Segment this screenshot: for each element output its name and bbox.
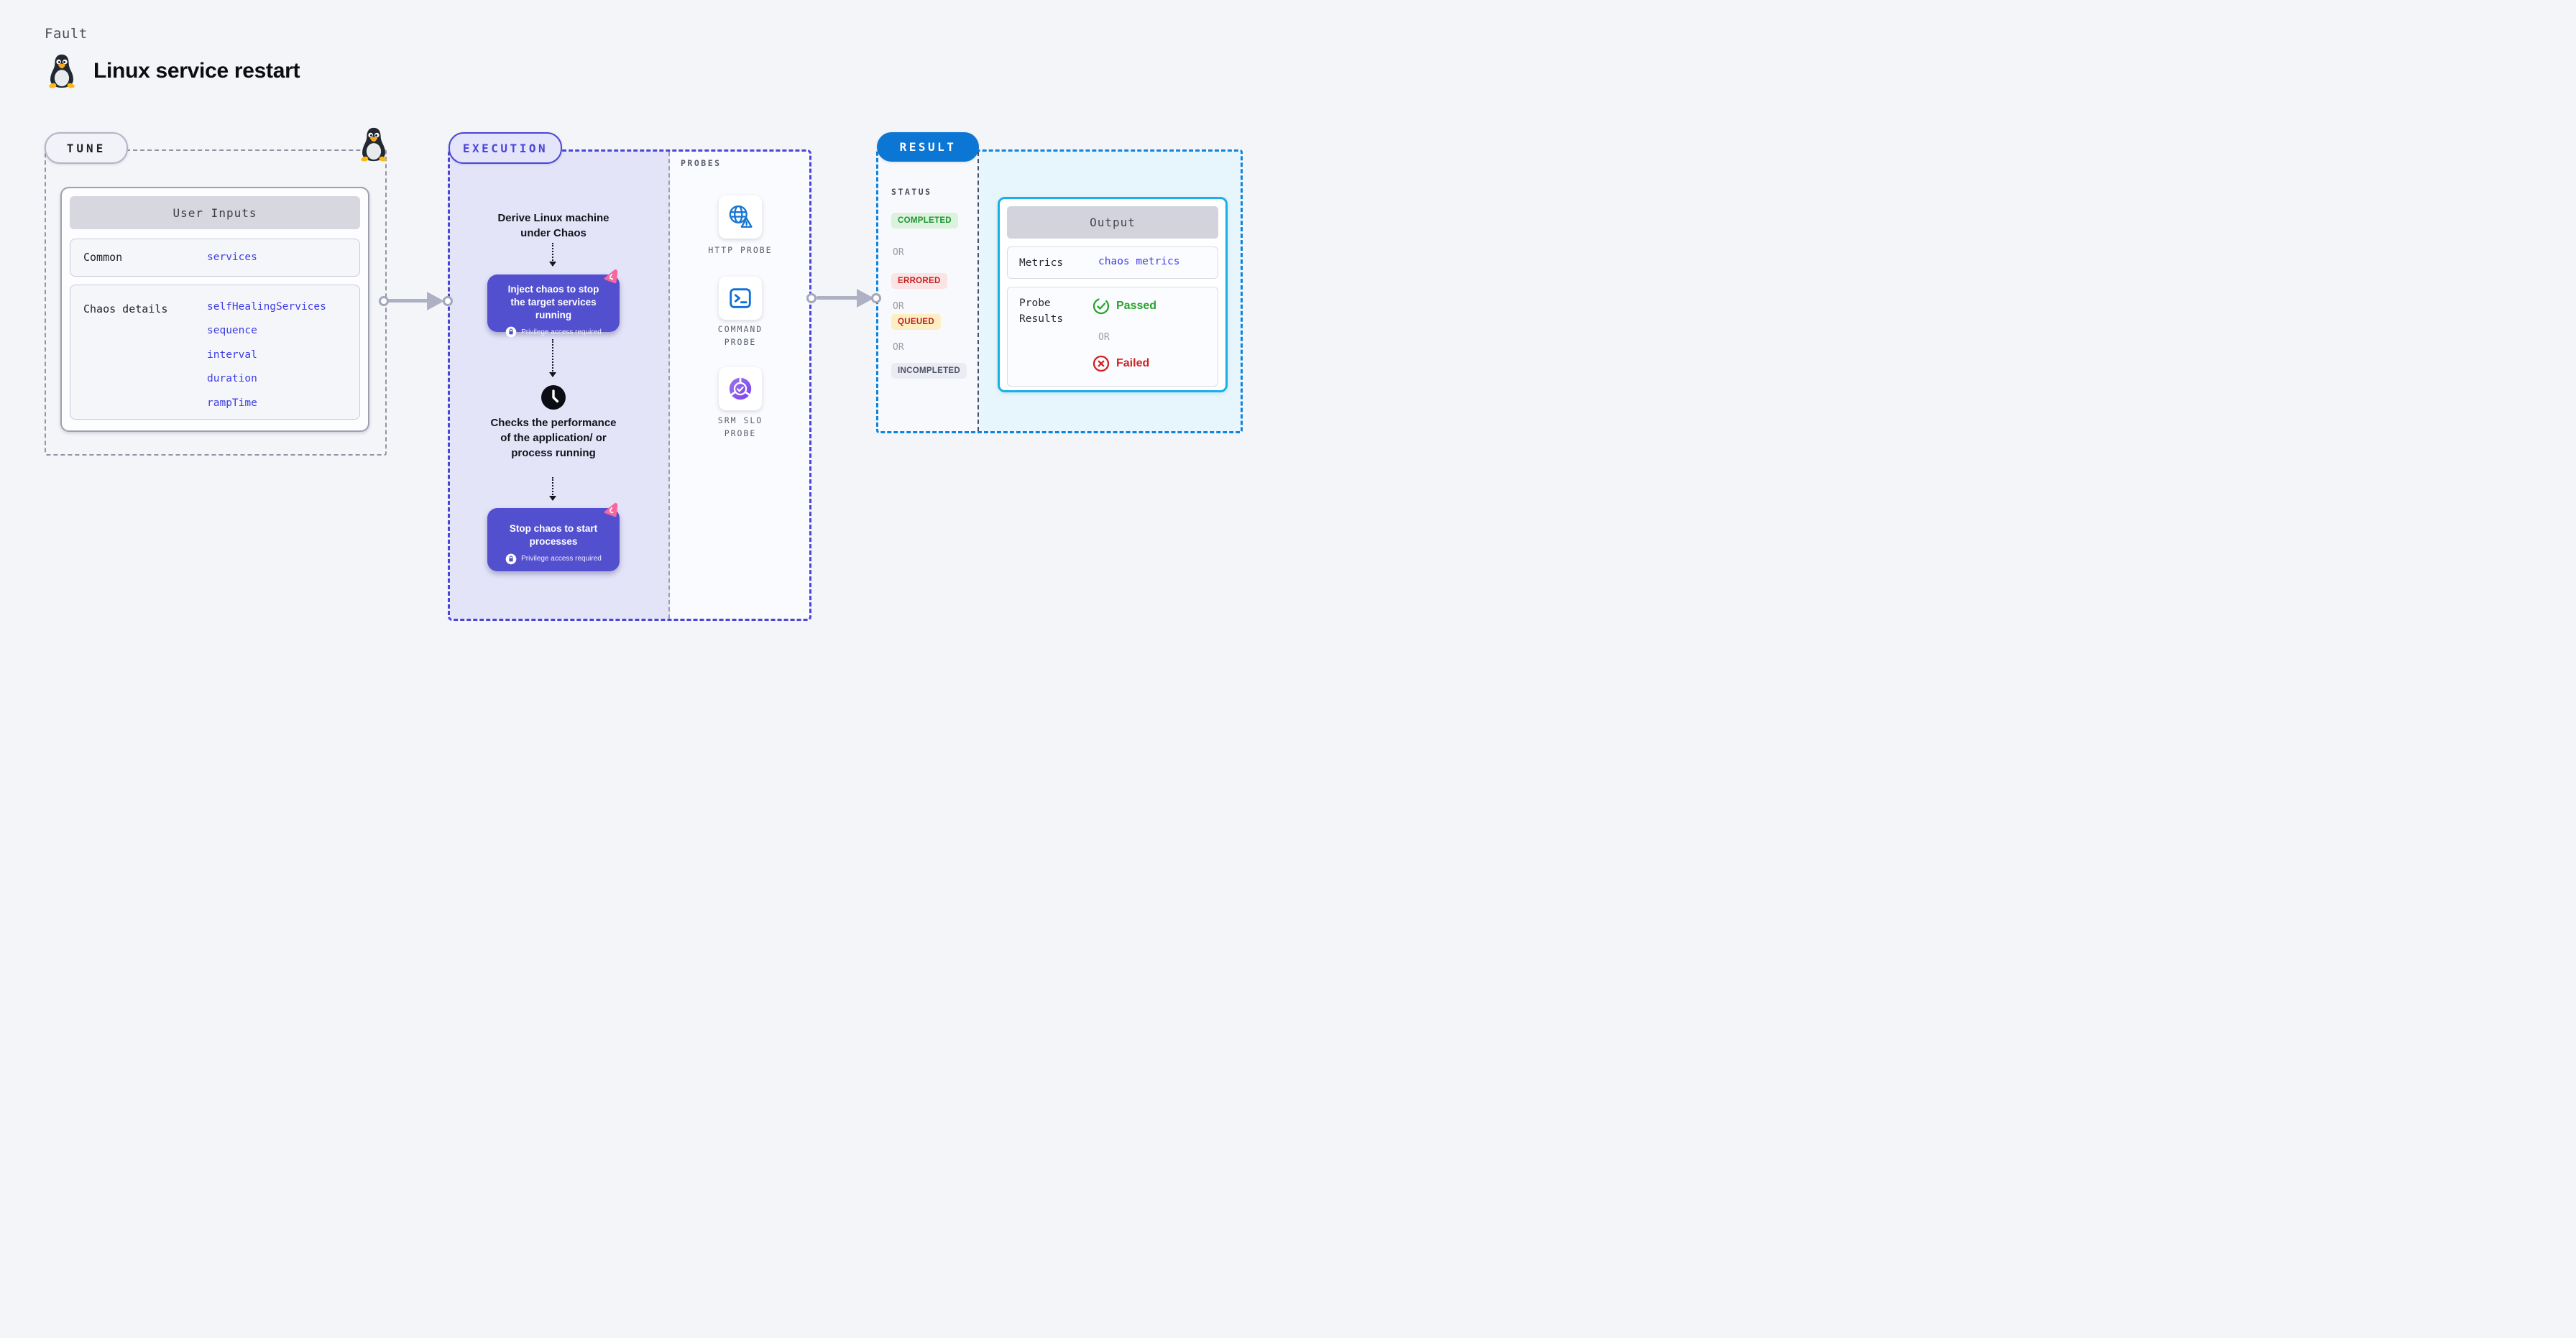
linux-tux-icon	[49, 54, 75, 88]
param-interval: interval	[207, 349, 257, 361]
slo-donut-check-icon	[729, 377, 752, 400]
lock-icon	[505, 327, 517, 338]
tune-label-pill: TUNE	[45, 132, 128, 164]
flow-down-arrow-icon	[548, 243, 556, 267]
page-title: Linux service restart	[93, 59, 300, 83]
probe-results-label: Probe Results	[1019, 297, 1064, 325]
chaos-spark-icon	[604, 502, 618, 517]
passed-label: Passed	[1116, 300, 1157, 312]
inject-chaos-button-label: Inject chaos to stop the target services…	[507, 284, 599, 320]
globe-alert-icon	[729, 205, 753, 228]
arrow-head-icon	[427, 292, 444, 310]
status-badge-completed: COMPLETED	[891, 213, 958, 229]
inject-chaos-button[interactable]: Inject chaos to stop the target services…	[487, 274, 620, 338]
probe-card-srm-slo[interactable]	[719, 367, 762, 410]
user-inputs-card: User Inputs Common services Chaos detail…	[60, 187, 369, 432]
clock-icon	[541, 385, 566, 410]
probe-results-row: Probe Results Passed OR Failed	[1007, 287, 1218, 387]
fault-eyebrow-label: Fault	[45, 26, 88, 42]
common-row-value: services	[207, 252, 257, 263]
status-badge-errored: ERRORED	[891, 273, 947, 289]
metrics-row: Metrics chaos metrics	[1007, 246, 1218, 279]
privilege-badge-label: Privilege access required	[521, 328, 602, 336]
result-label-pill: RESULT	[877, 132, 979, 162]
common-inputs-row: Common services	[70, 239, 360, 277]
probes-label: PROBES	[681, 158, 722, 168]
chaos-details-values: selfHealingServices sequence interval du…	[207, 295, 326, 415]
arrow-shaft	[816, 296, 860, 300]
terminal-icon	[730, 288, 751, 308]
or-separator: OR	[893, 342, 904, 353]
arrow-shaft	[388, 299, 430, 303]
chaos-details-row: Chaos details selfHealingServices sequen…	[70, 285, 360, 420]
output-header: Output	[1007, 206, 1218, 239]
chaos-spark-icon	[604, 269, 618, 284]
status-label: STATUS	[891, 187, 932, 197]
passed-check-icon	[1092, 297, 1110, 315]
linux-tux-icon	[361, 127, 387, 162]
lock-icon	[505, 553, 517, 565]
derive-machine-step-text: Derive Linux machine under Chaos	[497, 212, 610, 239]
probe-card-command[interactable]	[719, 277, 762, 320]
common-row-label: Common	[83, 251, 123, 264]
probe-label-srm-slo: SRM SLO PROBE	[717, 415, 763, 438]
param-self-healing-services: selfHealingServices	[207, 301, 326, 313]
connector-dot	[806, 293, 816, 303]
metrics-value: chaos metrics	[1098, 256, 1180, 267]
execution-label-pill: EXECUTION	[448, 132, 562, 164]
or-separator: OR	[1098, 332, 1110, 343]
probe-label-http: HTTP PROBE	[708, 245, 773, 255]
probe-label-command: COMMAND PROBE	[717, 324, 763, 347]
param-sequence: sequence	[207, 325, 257, 337]
output-card: Output Metrics chaos metrics Probe Resul…	[998, 197, 1228, 392]
metrics-label: Metrics	[1019, 257, 1064, 269]
or-separator: OR	[893, 301, 904, 312]
param-duration: duration	[207, 373, 257, 385]
failed-label: Failed	[1116, 357, 1150, 369]
check-performance-step-text: Checks the performance of the applicatio…	[490, 417, 617, 459]
probe-card-http[interactable]	[719, 195, 762, 239]
fault-diagram: Fault Linux service restart TUNE User In…	[0, 0, 1288, 669]
stop-chaos-button-label: Stop chaos to start processes	[509, 523, 598, 547]
or-separator: OR	[893, 247, 904, 258]
stop-chaos-button[interactable]: Stop chaos to start processes Privilege …	[487, 508, 620, 571]
param-ramp-time: rampTime	[207, 397, 257, 409]
flow-down-arrow-icon	[548, 339, 556, 377]
privilege-badge-label: Privilege access required	[521, 555, 602, 563]
connector-dot	[871, 293, 881, 303]
user-inputs-header: User Inputs	[70, 196, 360, 229]
execution-section	[448, 149, 811, 621]
connector-dot	[379, 296, 389, 306]
status-badge-queued: QUEUED	[891, 314, 942, 330]
status-badge-incompleted: INCOMPLETED	[891, 363, 967, 379]
connector-dot	[443, 296, 453, 306]
failed-x-icon	[1092, 355, 1110, 372]
chaos-details-label: Chaos details	[83, 303, 168, 315]
flow-down-arrow-icon	[548, 477, 556, 501]
